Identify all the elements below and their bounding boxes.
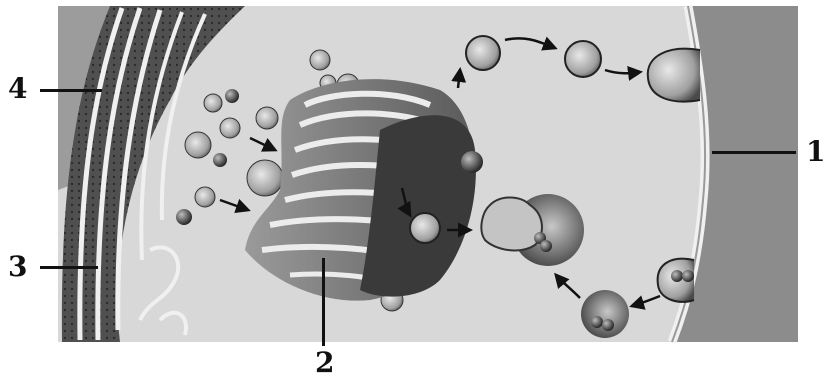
free-vesicle — [461, 151, 483, 173]
label-1: 1 — [806, 138, 825, 166]
leader-line-3 — [40, 266, 98, 269]
golgi-vesicle-mid — [410, 213, 440, 243]
label-4: 4 — [8, 75, 27, 103]
leader-line-2 — [322, 258, 325, 346]
label-3: 3 — [8, 253, 27, 281]
secretory-vesicle — [565, 41, 601, 77]
golgi-vesicle-top — [466, 36, 500, 70]
leader-line-1 — [712, 151, 796, 154]
exocytosis-bud — [648, 49, 700, 102]
label-2: 2 — [315, 349, 334, 377]
leader-line-4 — [40, 89, 102, 92]
